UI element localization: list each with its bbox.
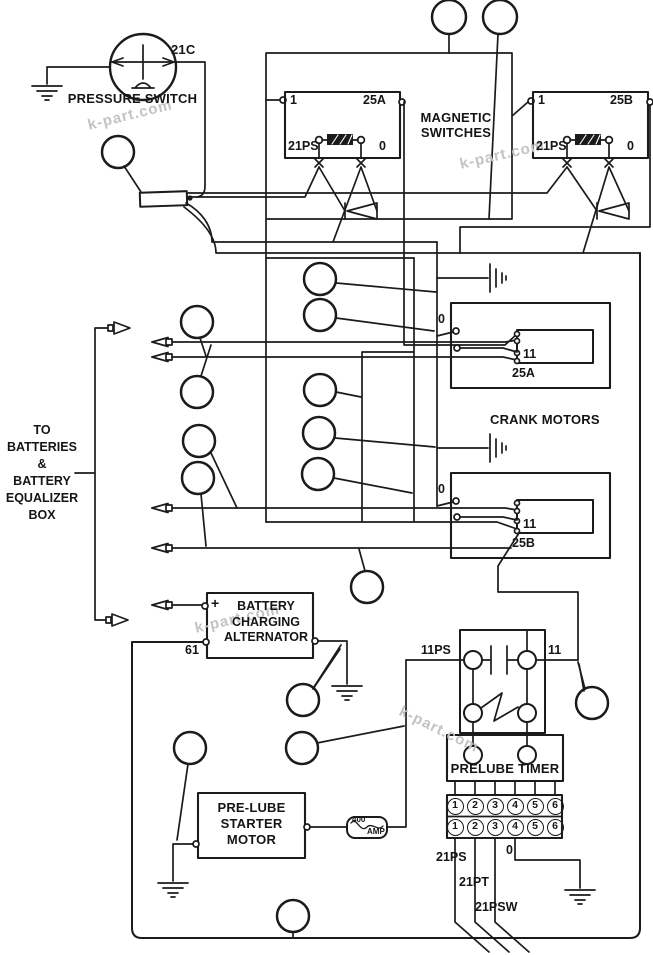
crank-motor-a: [436, 263, 612, 390]
prelube-starter-label: PRE-LUBE STARTER MOTOR: [202, 800, 301, 848]
fuse-unit: AMP: [367, 827, 385, 836]
crank-motors-label: CRANK MOTORS: [490, 412, 600, 427]
strip-row1-terminal-5: 5: [526, 797, 544, 815]
wire-label-21pt: 21PT: [459, 875, 489, 889]
switch-right-terminal-0: 0: [627, 139, 634, 153]
left-arrow-heads: [151, 336, 173, 611]
tag-21c: 21C: [171, 42, 196, 57]
strip-row2-terminal-3: 3: [486, 818, 504, 836]
motor-a-terminal-0: 0: [438, 312, 445, 326]
alternator-plus: +: [211, 595, 220, 611]
alternator-symbol: [201, 591, 363, 701]
prelube-starter-line2: STARTER: [220, 816, 283, 831]
wire-label-21ps: 21PS: [436, 850, 467, 864]
magnetic-switches-line2: SWITCHES: [420, 125, 492, 140]
switch-right-terminal-25b: 25B: [610, 93, 633, 107]
switch-left-terminal-0: 0: [379, 139, 386, 153]
timer-terminal-11: 11: [548, 643, 562, 657]
timer-terminal-11ps: 11PS: [421, 643, 451, 657]
strip-row2-terminal-4: 4: [506, 818, 524, 836]
callout-leaders: [176, 282, 585, 939]
to-batteries-line4: BATTERY: [13, 474, 71, 488]
strip-row2-terminal-1: 1: [446, 818, 464, 836]
magnetic-switches-line1: MAGNETIC: [420, 110, 492, 125]
to-batteries-line6: BOX: [28, 508, 56, 522]
switch-coil-wiring-and-diodes: [183, 166, 641, 259]
prelube-timer-symbol: [405, 629, 579, 796]
fuse-rating: 400: [352, 815, 366, 824]
to-batteries-line2: BATTERIES: [7, 440, 77, 454]
mid-routing-wires: [265, 101, 518, 530]
to-batteries-line5: EQUALIZER: [5, 491, 79, 505]
battery-bus-and-arrows: [74, 321, 518, 627]
prelube-starter-symbol: [157, 659, 407, 898]
to-batteries-note: TO BATTERIES & BATTERY EQUALIZER BOX: [2, 422, 82, 524]
strip-row1-terminal-2: 2: [466, 797, 484, 815]
magnetic-switch-boxes: [283, 90, 650, 160]
switch-right-terminal-21ps: 21PS: [536, 139, 567, 153]
harness-connector-block: [100, 134, 193, 208]
terminal-strip-symbol: [445, 793, 596, 953]
strip-row2-terminal-5: 5: [526, 818, 544, 836]
prelube-starter-line1: PRE-LUBE: [217, 800, 286, 815]
to-batteries-line1: TO: [33, 423, 51, 437]
strip-row1-terminal-3: 3: [486, 797, 504, 815]
strip-row1-terminal-4: 4: [506, 797, 524, 815]
strip-row2-terminal-6: 6: [546, 818, 564, 836]
switch-left-terminal-25a: 25A: [363, 93, 386, 107]
motor-a-name: 25A: [512, 366, 535, 380]
to-batteries-line3: &: [37, 457, 47, 471]
switch-right-terminal-1: 1: [538, 93, 545, 107]
motor-b-terminal-11: 11: [523, 517, 537, 531]
crank-motor-b: [436, 433, 612, 690]
alternator-line1: BATTERY: [237, 599, 295, 613]
strip-row1-terminal-1: 1: [446, 797, 464, 815]
alternator-label: BATTERY CHARGING ALTERNATOR: [222, 599, 310, 646]
motor-b-terminal-0: 0: [438, 482, 445, 496]
alternator-terminal-61: 61: [185, 643, 199, 657]
strip-row1-terminal-6: 6: [546, 797, 564, 815]
motor-b-name: 25B: [512, 536, 535, 550]
strip-row2-terminal-2: 2: [466, 818, 484, 836]
upper-bus-wires: [265, 0, 651, 523]
motor-a-terminal-11: 11: [523, 347, 537, 361]
switch-left-terminal-21ps: 21PS: [288, 139, 319, 153]
prelube-starter-line3: MOTOR: [226, 832, 277, 847]
pressure-switch-label: PRESSURE SWITCH: [67, 91, 198, 106]
enclosure-border: [131, 252, 641, 939]
alternator-line3: ALTERNATOR: [223, 630, 309, 644]
prelube-timer-label: PRELUBE TIMER: [450, 761, 560, 776]
alternator-line2: CHARGING: [231, 614, 301, 629]
switch-left-terminal-1: 1: [290, 93, 297, 107]
magnetic-switch-coils: [314, 98, 653, 168]
wire-label-21psw: 21PSW: [475, 900, 518, 914]
magnetic-switches-label: MAGNETIC SWITCHES: [406, 110, 506, 140]
wire-label-0: 0: [506, 843, 513, 857]
